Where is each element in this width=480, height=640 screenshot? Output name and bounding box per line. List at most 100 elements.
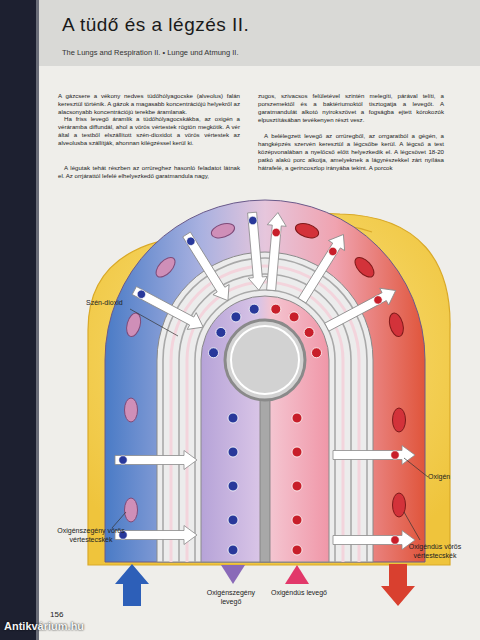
lumen-ring — [231, 326, 299, 394]
red-blood-cell — [125, 398, 138, 422]
wall-layer — [187, 282, 343, 562]
alveolus-lumen — [225, 320, 305, 400]
book-cover-edge — [0, 0, 38, 640]
watermark: Antikvárium.hu — [4, 619, 114, 634]
arrow-shape — [333, 446, 415, 465]
leader-line — [130, 309, 178, 336]
flow-arrows — [115, 564, 415, 606]
alveolar-wall — [157, 252, 373, 562]
arrow-shape — [115, 526, 197, 545]
body-paragraph: A légutak tehát részben az orrüreghez ha… — [58, 164, 240, 180]
wall-layer — [179, 274, 351, 562]
callout-label: Szén-dioxid — [86, 298, 146, 307]
gas-molecules — [209, 304, 322, 555]
air-out-triangle — [221, 565, 245, 584]
gas-molecule — [136, 289, 147, 300]
body-paragraph: Ha friss levegő áramlik a tüdőhólyagocsk… — [58, 115, 240, 147]
gas-molecule — [119, 456, 127, 464]
body-paragraph: A gázcsere a vékony nedves tüdőhólyagocs… — [58, 92, 240, 116]
gas-molecule — [228, 545, 238, 555]
leader-lines — [112, 309, 428, 540]
callout-label: Oxigéndús vörös vértestecskék — [400, 542, 470, 560]
gas-molecule — [209, 348, 219, 358]
flow-label: Oxigéndús levegő — [267, 588, 331, 597]
red-blood-cell — [153, 254, 179, 280]
capillary-horseshoe — [105, 200, 425, 562]
body-paragraph: zugos, szivacsos felületével szintén mel… — [258, 92, 444, 124]
wall-layer — [163, 258, 367, 562]
arrow-shape — [130, 282, 208, 335]
gas-molecule — [391, 536, 399, 544]
wall-layer — [195, 290, 335, 562]
gas-molecule — [228, 515, 238, 525]
arrow-shape — [333, 531, 415, 550]
red-blood-cell — [387, 312, 406, 339]
gas-molecule — [249, 304, 259, 314]
blood-inflow-arrow — [115, 564, 149, 606]
gas-molecule — [292, 515, 302, 525]
arrow-shape — [179, 229, 236, 305]
gas-molecule — [228, 447, 238, 457]
red-blood-cell — [393, 408, 406, 432]
arrow-shape — [322, 282, 400, 335]
flow-label: Oxigénszegény levegő — [199, 588, 263, 606]
arrow-shape — [294, 229, 351, 305]
gas-molecule — [292, 447, 302, 457]
leader-line — [112, 512, 126, 528]
diffusion-arrow — [333, 531, 415, 550]
exchange-arrows — [115, 212, 415, 550]
diffusion-arrow — [294, 229, 351, 305]
diffusion-arrow — [130, 282, 208, 335]
gas-molecule — [372, 294, 383, 305]
diffusion-arrow — [322, 282, 400, 335]
page-title: A tüdő és a légzés II. — [62, 12, 249, 37]
wall-layer — [171, 266, 359, 562]
red-blood-cell — [125, 498, 138, 522]
gas-molecule — [292, 413, 302, 423]
gas-molecule — [185, 235, 197, 247]
air-space — [201, 296, 329, 562]
gas-molecule — [231, 312, 241, 322]
diffusion-arrow — [262, 212, 288, 291]
red-blood-cell — [210, 221, 237, 241]
callout-label: Oxigén — [428, 472, 472, 481]
diffusion-arrow — [333, 446, 415, 465]
gas-molecule — [216, 327, 226, 337]
gas-molecule — [271, 304, 281, 314]
red-blood-cell — [294, 221, 321, 241]
gas-molecule — [272, 228, 281, 237]
gas-molecule — [228, 481, 238, 491]
gas-molecule — [391, 451, 399, 459]
gas-molecule — [292, 545, 302, 555]
callout-label: Oxigénszegény vörös vértestecskék — [56, 526, 126, 544]
gas-molecule — [304, 327, 314, 337]
arrow-shape — [115, 451, 197, 470]
arrow-shape — [262, 212, 288, 291]
gas-molecule — [292, 481, 302, 491]
gas-molecule — [289, 312, 299, 322]
page-number: 156 — [50, 610, 80, 621]
header-band — [38, 0, 480, 66]
diffusion-arrow — [243, 212, 269, 291]
body-paragraph: A belélegzett levegő az orrüregből, az o… — [258, 132, 444, 172]
air-in-triangle — [285, 565, 309, 584]
gas-molecule — [327, 246, 339, 258]
red-blood-cell — [393, 493, 406, 517]
blood-outflow-arrow — [381, 564, 415, 606]
blood-cells — [124, 221, 406, 522]
red-blood-cell — [352, 254, 378, 280]
gas-molecule — [248, 216, 257, 225]
diffusion-arrow — [179, 229, 236, 305]
diffusion-arrow — [115, 451, 197, 470]
leader-line — [404, 512, 420, 540]
subtitle: The Lungs and Respiration II. • Lunge un… — [62, 48, 462, 58]
arrow-shape — [243, 212, 269, 291]
blood-capillary — [105, 200, 425, 562]
gas-molecule — [228, 413, 238, 423]
gas-molecule — [311, 348, 321, 358]
page-edge — [36, 0, 39, 640]
diffusion-arrow — [115, 526, 197, 545]
red-blood-cell — [124, 312, 143, 339]
